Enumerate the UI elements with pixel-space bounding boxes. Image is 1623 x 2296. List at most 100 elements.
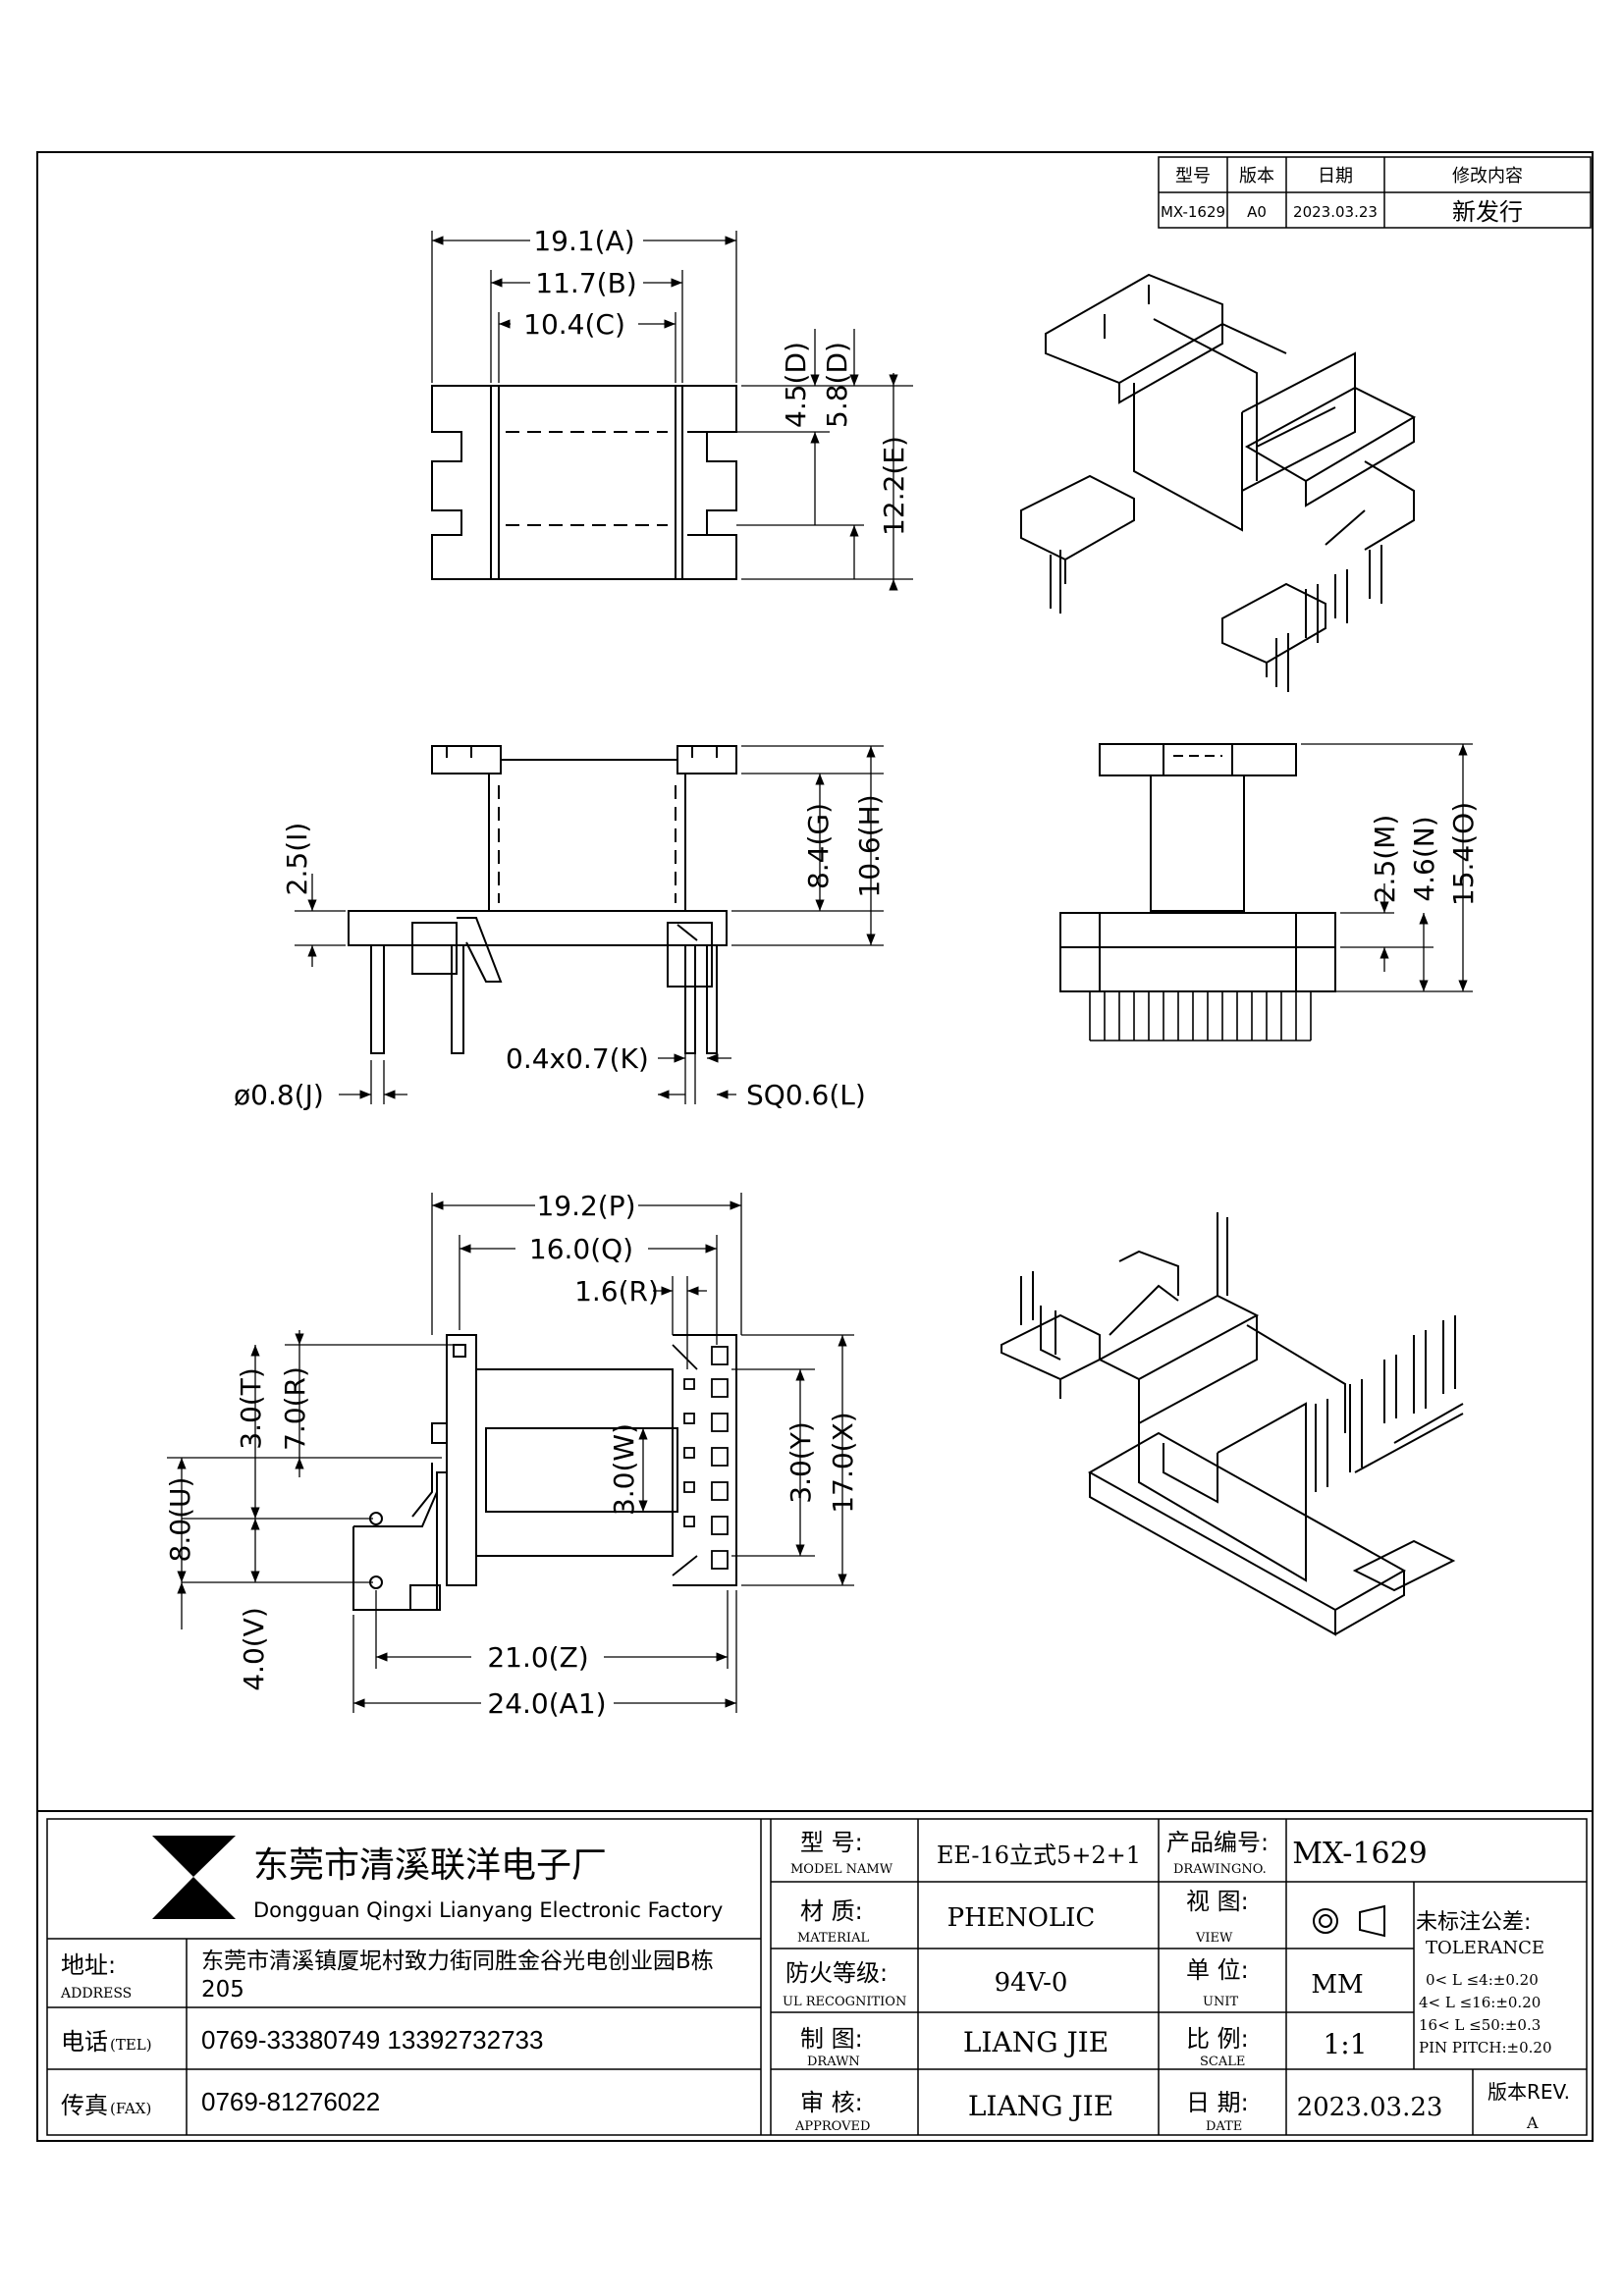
projection-symbol-icon xyxy=(1313,1904,1385,1938)
dim-d1: 4.5(D) xyxy=(780,342,812,428)
tolerance-label-en: TOLERANCE xyxy=(1426,1938,1544,1958)
dim-q: 16.0(Q) xyxy=(529,1233,633,1265)
unit-label: 单 位: xyxy=(1186,1956,1249,1984)
material-value: PHENOLIC xyxy=(947,1903,1096,1933)
tolerance-line-2: 4< L ≤16:±0.20 xyxy=(1419,1994,1541,2011)
dim-e: 12.2(E) xyxy=(878,436,910,536)
material-label-en: MATERIAL xyxy=(797,1931,869,1946)
dim-p: 19.2(P) xyxy=(536,1190,635,1222)
drawn-label: 制 图: xyxy=(800,2025,863,2053)
approved-label: 审 核: xyxy=(800,2089,863,2116)
fax-label: 传真 xyxy=(61,2092,108,2119)
ul-label-en: UL RECOGNITION xyxy=(783,1995,906,2009)
bottom-view-dim-labels: 19.2(P) 16.0(Q) 1.6(R) 3.0(T) 7.0(R) 3.0… xyxy=(164,1190,859,1720)
rev-header-version: 版本 xyxy=(1239,166,1274,187)
company-logo xyxy=(152,1836,236,1919)
revision-table xyxy=(1158,156,1592,229)
dim-w: 3.0(W) xyxy=(608,1423,640,1516)
dim-z: 21.0(Z) xyxy=(487,1641,588,1674)
drawn-label-en: DRAWN xyxy=(807,2055,860,2069)
rev-row-model: MX-1629 xyxy=(1161,203,1225,221)
rev-row-changes: 新发行 xyxy=(1452,198,1523,226)
dim-i: 2.5(I) xyxy=(281,823,313,896)
model-value: EE-16立式5+2+1 xyxy=(937,1842,1141,1869)
material-label: 材 质: xyxy=(800,1897,863,1925)
tolerance-line-3: 16< L ≤50:±0.3 xyxy=(1419,2016,1541,2034)
dim-g: 8.4(G) xyxy=(802,803,835,889)
dim-h: 10.6(H) xyxy=(853,794,886,897)
approved-label-en: APPROVED xyxy=(794,2119,870,2134)
company-name-cn: 东莞市清溪联洋电子厂 xyxy=(253,1845,607,1886)
tolerance-line-1: 0< L ≤4:±0.20 xyxy=(1426,1971,1539,1989)
bottom-view-dims xyxy=(167,1193,854,1713)
model-label: 型 号: xyxy=(800,1829,863,1856)
drawing-no-value: MX-1629 xyxy=(1292,1837,1428,1871)
tel-label-en: (TEL) xyxy=(110,2036,152,2054)
dim-m: 2.5(M) xyxy=(1369,815,1401,904)
address-label-en: ADDRESS xyxy=(60,1986,132,2002)
rev-row-version: A0 xyxy=(1247,203,1267,221)
unit-label-en: UNIT xyxy=(1203,1995,1238,2009)
front-view xyxy=(348,745,737,1054)
ul-label: 防火等级: xyxy=(785,1959,888,1987)
address-value-2: 205 xyxy=(201,1977,244,2002)
iso-view-upper xyxy=(1020,273,1417,692)
view-label-en: VIEW xyxy=(1195,1931,1233,1946)
revision-table-text: 型号 版本 日期 修改内容 MX-1629 A0 2023.03.23 新发行 xyxy=(1161,166,1523,226)
title-block-frame xyxy=(36,1810,1594,2142)
dim-c: 10.4(C) xyxy=(523,308,625,341)
dim-b: 11.7(B) xyxy=(535,267,636,299)
dim-a1: 24.0(A1) xyxy=(487,1687,606,1720)
drawn-value: LIANG JIE xyxy=(963,2026,1109,2058)
tolerance-label: 未标注公差: xyxy=(1416,1910,1531,1935)
iso-view-lower xyxy=(1001,1212,1464,1636)
dim-r2: 7.0(R) xyxy=(279,1366,311,1451)
date-value: 2023.03.23 xyxy=(1297,2093,1443,2122)
fax-label-en: (FAX) xyxy=(110,2100,151,2117)
model-label-en: MODEL NAMW xyxy=(790,1862,893,1877)
side-view xyxy=(1059,743,1336,1041)
rev-header-model: 型号 xyxy=(1175,166,1211,187)
front-view-dim-labels: 2.5(I) 8.4(G) 10.6(H) ø0.8(J) 0.4x0.7(K)… xyxy=(234,794,886,1111)
side-view-dim-labels: 2.5(M) 4.6(N) 15.4(O) xyxy=(1369,802,1480,906)
view-label: 视 图: xyxy=(1186,1888,1249,1915)
rev-row-date: 2023.03.23 xyxy=(1293,203,1378,221)
scale-label: 比 例: xyxy=(1186,2025,1249,2053)
dim-u: 8.0(U) xyxy=(164,1477,196,1563)
unit-value: MM xyxy=(1311,1970,1363,2000)
rev-header-changes: 修改内容 xyxy=(1452,166,1523,187)
side-view-dims xyxy=(1301,743,1473,992)
drawing-no-label: 产品编号: xyxy=(1166,1829,1269,1856)
rev-value: A xyxy=(1526,2113,1539,2132)
bottom-view xyxy=(352,1334,737,1611)
address-label: 地址: xyxy=(61,1951,116,1979)
dim-y: 3.0(Y) xyxy=(784,1421,817,1503)
dim-x: 17.0(X) xyxy=(827,1412,859,1513)
scale-value: 1:1 xyxy=(1323,2028,1367,2060)
scale-label-en: SCALE xyxy=(1200,2055,1245,2069)
rev-header-date: 日期 xyxy=(1318,166,1353,187)
address-value: 东莞市清溪镇厦坭村致力街同胜金谷光电创业园B栋 xyxy=(201,1949,714,1974)
front-view-dims xyxy=(295,745,884,1104)
dim-n: 4.6(N) xyxy=(1408,816,1440,901)
date-label: 日 期: xyxy=(1186,2089,1249,2116)
tolerance-line-4: PIN PITCH:±0.20 xyxy=(1419,2039,1552,2056)
tel-label: 电话 xyxy=(61,2028,108,2056)
fax-value: 0769-81276022 xyxy=(201,2087,380,2116)
approved-value: LIANG JIE xyxy=(968,2090,1113,2122)
ul-value: 94V-0 xyxy=(995,1968,1068,1998)
dim-l: SQ0.6(L) xyxy=(746,1079,866,1111)
top-view-dims xyxy=(431,231,913,591)
dim-o: 15.4(O) xyxy=(1447,802,1480,906)
drawing-no-label-en: DRAWINGNO. xyxy=(1173,1862,1267,1877)
dim-d2: 5.8(D) xyxy=(821,342,853,428)
dim-r: 1.6(R) xyxy=(574,1275,659,1308)
dim-a: 19.1(A) xyxy=(533,225,634,257)
dim-v: 4.0(V) xyxy=(238,1607,270,1691)
dim-j: ø0.8(J) xyxy=(234,1079,324,1111)
dim-t: 3.0(T) xyxy=(235,1367,267,1449)
top-view xyxy=(431,385,737,580)
top-view-dim-labels: 19.1(A) 11.7(B) 10.4(C) 4.5(D) 5.8(D) 12… xyxy=(523,225,910,536)
title-block-text: 东莞市清溪联洋电子厂 Dongguan Qingxi Lianyang Elec… xyxy=(60,1829,1570,2134)
